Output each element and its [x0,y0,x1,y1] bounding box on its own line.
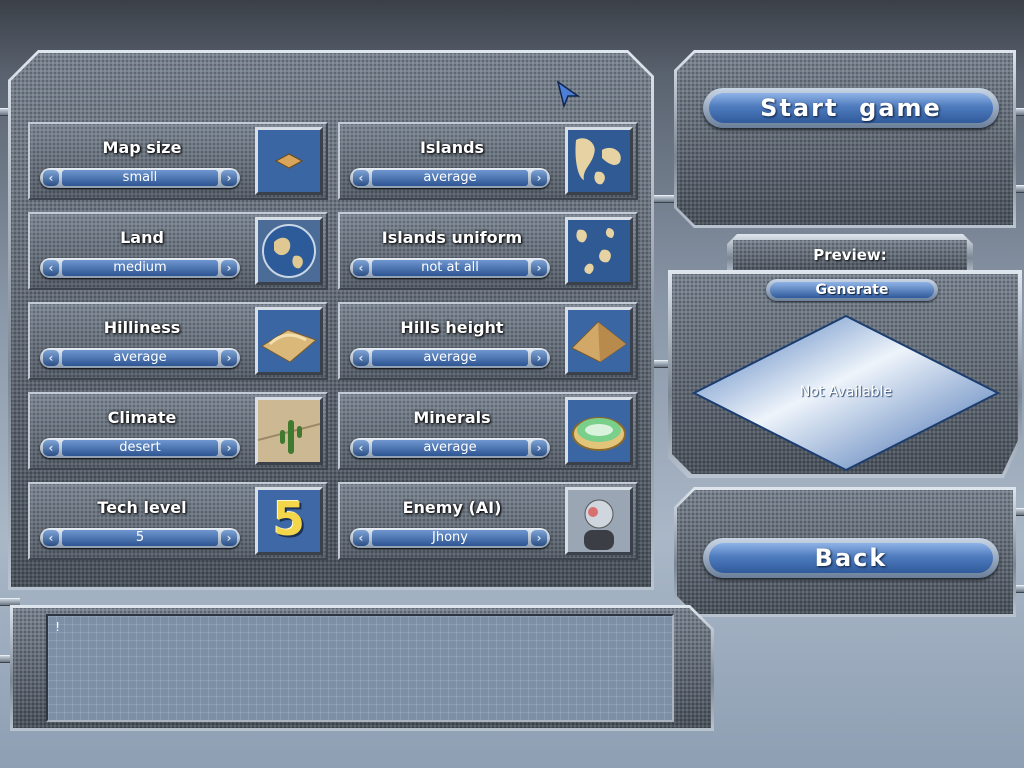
setting-tech-level: Tech level‹5›5 [28,482,328,560]
rail-left-2 [0,598,20,606]
setting-value: average [372,170,528,186]
setting-minerals: Minerals ‹average› [338,392,638,470]
setting-value: average [372,440,528,456]
start-game-button[interactable]: Start game [703,88,999,128]
rail-right-2 [1008,185,1024,193]
setting-selector[interactable]: ‹not at all› [350,258,550,278]
chevron-right-icon[interactable]: › [531,260,547,276]
setting-islands-uniform: Islands uniform ‹not at all› [338,212,638,290]
chevron-right-icon[interactable]: › [221,530,237,546]
setting-selector[interactable]: ‹desert› [40,438,240,458]
setting-selector[interactable]: ‹average› [350,438,550,458]
setting-land: Land ‹medium› [28,212,328,290]
chevron-left-icon[interactable]: ‹ [353,530,369,546]
hilliness-terrain-icon [255,307,323,375]
setting-value: small [62,170,218,186]
setting-selector[interactable]: ‹average› [350,168,550,188]
chevron-left-icon[interactable]: ‹ [43,170,59,186]
setting-value: desert [62,440,218,456]
setting-selector[interactable]: ‹5› [40,528,240,548]
chevron-right-icon[interactable]: › [531,530,547,546]
console-text: ! [54,620,62,634]
setting-value: medium [62,260,218,276]
chevron-right-icon[interactable]: › [221,170,237,186]
map-preview [691,314,1001,472]
map-size-tile-icon [255,127,323,195]
preview-tab [733,240,967,274]
setting-hills-height: Hills height ‹average› [338,302,638,380]
setting-label: Islands uniform [381,228,523,247]
chevron-left-icon[interactable]: ‹ [43,260,59,276]
desert-cactus-icon [255,397,323,465]
rail-right-1 [1008,108,1024,116]
chevron-right-icon[interactable]: › [531,170,547,186]
setting-label: Map size [102,138,182,157]
chevron-right-icon[interactable]: › [221,440,237,456]
setting-label: Land [120,228,164,247]
setting-selector[interactable]: ‹medium› [40,258,240,278]
chevron-left-icon[interactable]: ‹ [353,350,369,366]
chevron-left-icon[interactable]: ‹ [353,170,369,186]
setting-selector[interactable]: ‹Jhony› [350,528,550,548]
setting-islands: Islands ‹average› [338,122,638,200]
back-label: Back [709,543,993,573]
setting-label: Enemy (AI) [402,498,502,517]
chevron-left-icon[interactable]: ‹ [43,350,59,366]
mouse-cursor-icon [556,80,580,108]
setting-label: Hilliness [103,318,181,337]
setting-climate: Climate ‹desert› [28,392,328,470]
setting-label: Climate [107,408,177,427]
hills-height-terrain-icon [565,307,633,375]
setting-value: not at all [372,260,528,276]
chevron-right-icon[interactable]: › [221,350,237,366]
setting-selector[interactable]: ‹average› [350,348,550,368]
tech-level-number-icon: 5 [255,487,323,555]
rail-mid-2 [650,360,680,368]
setting-label: Tech level [97,498,187,517]
setting-hilliness: Hilliness ‹average› [28,302,328,380]
setting-selector[interactable]: ‹small› [40,168,240,188]
setting-label: Islands [419,138,485,157]
tech-level-digit: 5 [272,492,305,546]
chevron-left-icon[interactable]: ‹ [43,530,59,546]
chevron-left-icon[interactable]: ‹ [43,440,59,456]
chevron-right-icon[interactable]: › [531,440,547,456]
minerals-disc-icon [565,397,633,465]
islands-uniform-map-icon [565,217,633,285]
rail-right-4 [1008,585,1024,593]
start-panel [677,53,1013,225]
console-output[interactable]: ! [46,614,674,722]
back-button[interactable]: Back [703,538,999,578]
setting-value: Jhony [372,530,528,546]
setting-value: 5 [62,530,218,546]
setting-selector[interactable]: ‹average› [40,348,240,368]
setting-enemy-ai: Enemy (AI) ‹Jhony› [338,482,638,560]
land-globe-icon [255,217,323,285]
rail-mid [650,195,680,203]
setting-label: Minerals [413,408,491,427]
chevron-right-icon[interactable]: › [531,350,547,366]
setting-label: Hills height [400,318,504,337]
start-game-label: Start game [709,93,993,123]
chevron-left-icon[interactable]: ‹ [353,260,369,276]
setting-value: average [62,350,218,366]
setting-value: average [372,350,528,366]
preview-title: Preview: [813,246,887,264]
setting-map-size: Map size ‹small› [28,122,328,200]
generate-button[interactable]: Generate [766,279,938,301]
preview-status: Not Available [799,384,893,400]
chevron-right-icon[interactable]: › [221,260,237,276]
enemy-ai-portrait-icon [565,487,633,555]
chevron-left-icon[interactable]: ‹ [353,440,369,456]
generate-label: Generate [770,282,934,298]
islands-map-icon [565,127,633,195]
rail-right-3 [1008,508,1024,516]
